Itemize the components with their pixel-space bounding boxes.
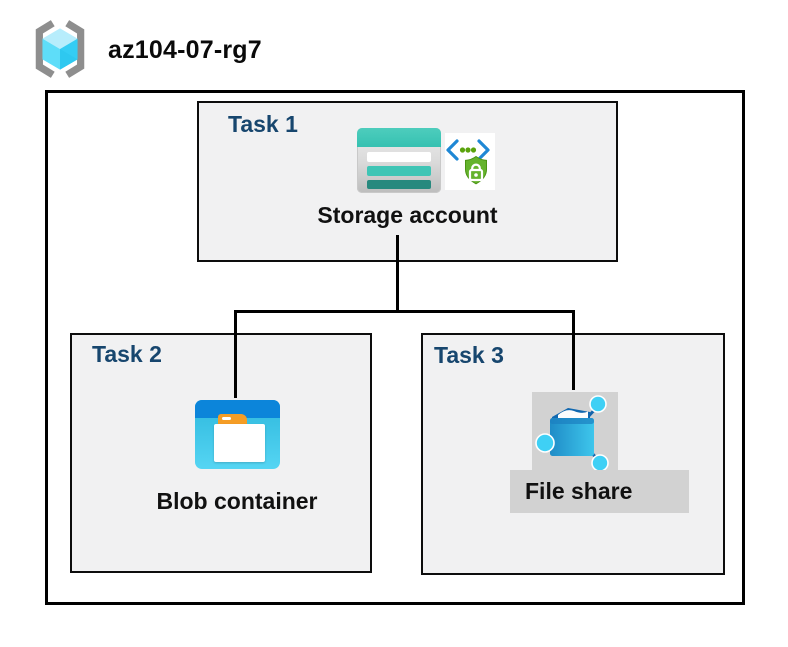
task3-label: Task 3 [434,342,504,368]
storage-icon-row [367,166,431,176]
storage-icon-topbar [357,128,441,147]
folder-tab-dash [222,417,231,420]
task1-label: Task 1 [228,111,298,137]
folder-body-icon [214,424,265,462]
blob-container-label: Blob container [156,488,318,514]
file-share-label: File share [525,478,633,504]
task2-box: Task 2 Blob container [70,333,372,573]
storage-account-icon [357,128,441,193]
storage-account-label: Storage account [317,202,498,228]
connector-to-fileshare [571,310,575,390]
storage-icon-row [367,152,431,162]
blob-icon-topbar [195,400,280,418]
storage-icon-row [367,180,431,189]
file-share-icon [535,395,609,471]
connector-storage-down [395,235,399,312]
secure-access-icon [445,133,495,190]
file-share-icon-backdrop [532,392,618,471]
task1-box: Task 1 Storage account [197,101,618,262]
code-brackets-shield-lock-icon [446,139,490,185]
blob-container-icon [195,400,280,469]
resource-group-icon [35,20,85,78]
resource-group-title: az104-07-rg7 [108,36,262,64]
task2-label: Task 2 [92,341,162,367]
connector-horizontal [233,310,575,313]
file-share-label-bar: File share [510,470,689,513]
connector-to-blob [233,310,237,398]
resource-group-header: az104-07-rg7 [0,0,788,90]
folder-tab-icon [218,414,247,427]
